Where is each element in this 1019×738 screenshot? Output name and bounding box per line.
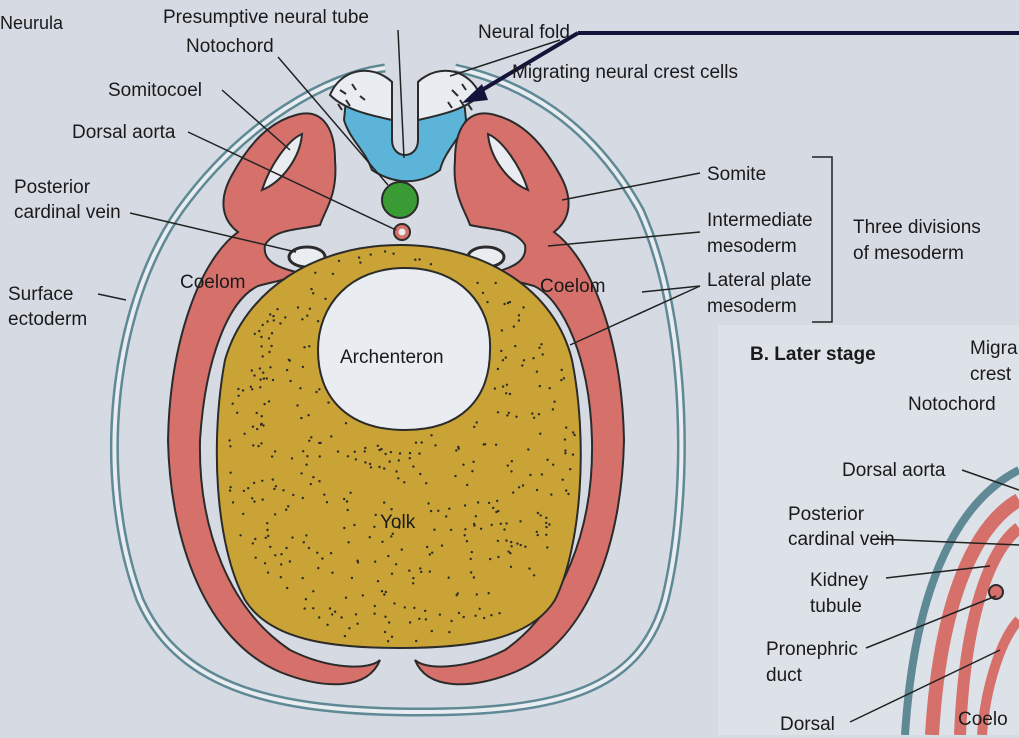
label-b-migrating-crest: Migra: [970, 336, 1018, 362]
label-b-migrating-crest-2: crest: [970, 362, 1011, 388]
label-coelom-left: Coelom: [180, 270, 245, 296]
label-intermediate-mesoderm: Intermediate: [707, 208, 813, 234]
label-yolk: Yolk: [380, 510, 415, 536]
label-b-kidney-tubule-2: tubule: [810, 594, 862, 620]
label-posterior-cardinal-vein-2: cardinal vein: [14, 200, 121, 226]
label-archenteron: Archenteron: [340, 345, 444, 371]
label-three-divisions: Three divisions: [853, 215, 981, 241]
label-b-kidney-tubule: Kidney: [810, 568, 868, 594]
label-b-notochord: Notochord: [908, 392, 996, 418]
label-b-dorsal: Dorsal: [780, 712, 835, 738]
label-surface-ectoderm: Surface: [8, 282, 73, 308]
notochord-shape: [382, 182, 418, 218]
label-dorsal-aorta: Dorsal aorta: [72, 120, 176, 146]
label-b-coelom: Coelo: [958, 707, 1008, 733]
label-surface-ectoderm-2: ectoderm: [8, 307, 87, 333]
panel-b-title: B. Later stage: [750, 342, 876, 368]
label-b-dorsal-aorta: Dorsal aorta: [842, 458, 946, 484]
label-three-divisions-2: of mesoderm: [853, 241, 964, 267]
label-lateral-plate-mesoderm-2: mesoderm: [707, 294, 797, 320]
label-coelom-right: Coelom: [540, 274, 605, 300]
label-somitocoel: Somitocoel: [108, 78, 202, 104]
label-notochord: Notochord: [186, 34, 274, 60]
panel-a-title: Neurula: [0, 10, 63, 36]
label-lateral-plate-mesoderm: Lateral plate: [707, 268, 812, 294]
label-b-pronephric-duct: Pronephric: [766, 637, 858, 663]
label-intermediate-mesoderm-2: mesoderm: [707, 234, 797, 260]
label-posterior-cardinal-vein: Posterior: [14, 175, 90, 201]
label-neural-fold: Neural fold: [478, 20, 570, 46]
dorsal-aorta-lumen: [399, 229, 406, 236]
label-b-posterior-cardinal-vein-2: cardinal vein: [788, 527, 895, 553]
label-migrating-neural-crest: Migrating neural crest cells: [512, 60, 738, 86]
label-somite: Somite: [707, 162, 766, 188]
label-b-pronephric-duct-2: duct: [766, 663, 802, 689]
label-presumptive-neural-tube: Presumptive neural tube: [163, 5, 369, 31]
label-b-posterior-cardinal-vein: Posterior: [788, 502, 864, 528]
